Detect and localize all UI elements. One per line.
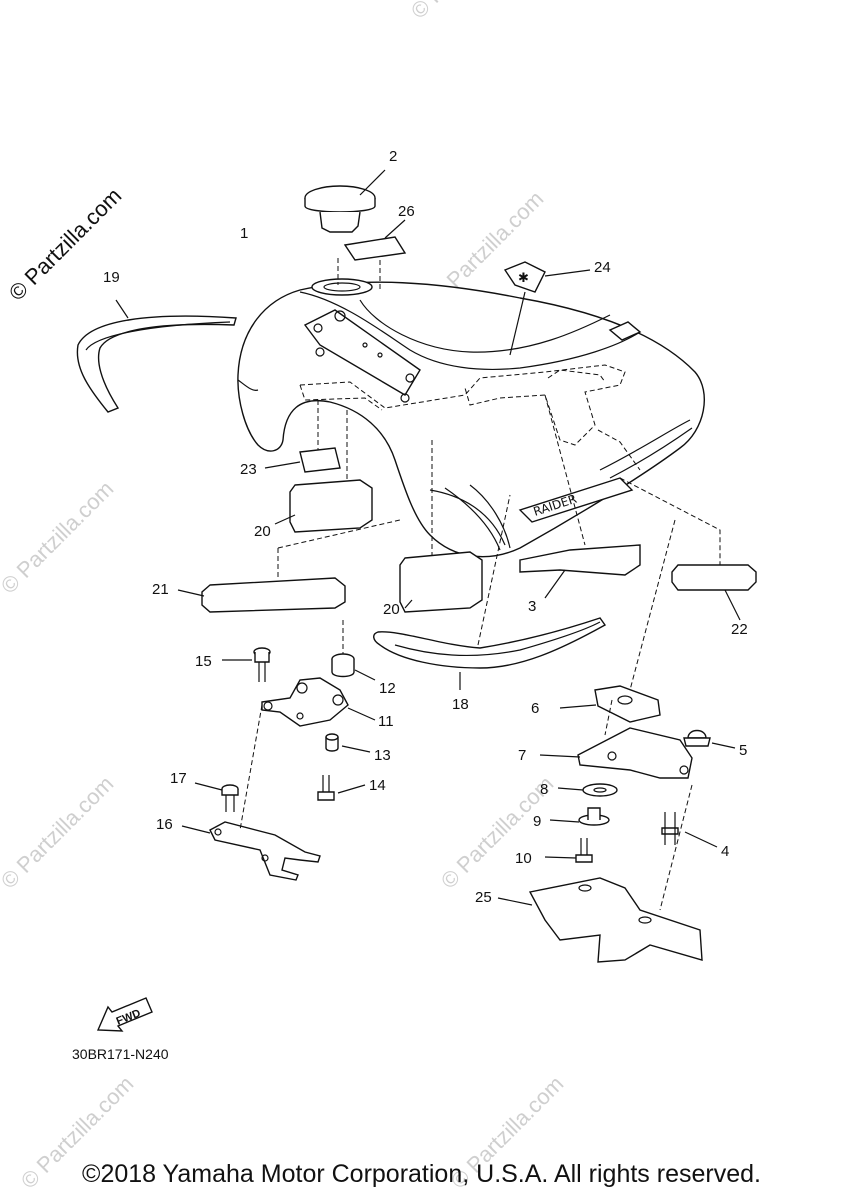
- grommet-12: [331, 620, 376, 681]
- callout-20-upper: 20: [254, 523, 271, 540]
- callout-labels: 1 2 26 24 19 23 20 21 20 3 22 15 12 18 6…: [103, 148, 748, 906]
- callout-5: 5: [739, 742, 747, 759]
- fuel-cap: [304, 169, 386, 233]
- bracket-25: [497, 699, 703, 963]
- callout-7: 7: [518, 747, 526, 764]
- callout-13: 13: [374, 747, 391, 764]
- stay-16: [181, 704, 321, 881]
- fuel-tank: RAIDER: [237, 278, 705, 558]
- spacer-13: [325, 733, 371, 753]
- watermark: © Partzilla.com: [0, 771, 118, 894]
- callout-18: 18: [452, 696, 469, 713]
- washer-8: [557, 783, 618, 797]
- callout-12: 12: [379, 680, 396, 697]
- lower-trim-strip: [373, 494, 607, 690]
- callout-10: 10: [515, 850, 532, 867]
- callout-24: 24: [594, 259, 611, 276]
- bolt-10: [544, 838, 593, 863]
- copyright-notice: ©2018 Yamaha Motor Corporation, U.S.A. A…: [82, 1160, 761, 1188]
- callout-8: 8: [540, 781, 548, 798]
- callout-6: 6: [531, 700, 539, 717]
- callout-16: 16: [156, 816, 173, 833]
- nut-5: [683, 729, 736, 749]
- callout-20-lower: 20: [383, 601, 400, 618]
- emblem: ✱: [503, 261, 591, 356]
- bolt-14: [317, 775, 366, 801]
- callout-1: 1: [240, 225, 248, 242]
- callout-4: 4: [721, 843, 729, 860]
- damper-block-left: [177, 519, 401, 613]
- callout-19: 19: [103, 269, 120, 286]
- knee-pad-strip: [76, 299, 237, 413]
- callout-26: 26: [398, 203, 415, 220]
- watermark-primary: © Partzilla.com: [4, 183, 127, 306]
- bolt-17: [194, 782, 239, 812]
- callout-2: 2: [389, 148, 397, 165]
- plate-7: [539, 727, 693, 779]
- callout-17: 17: [170, 770, 187, 787]
- callout-3: 3: [528, 598, 536, 615]
- callout-23: 23: [240, 461, 257, 478]
- callout-11: 11: [378, 713, 394, 730]
- watermark: © Partzilla.com: [406, 0, 529, 24]
- diagram-reference-code: 30BR171-N240: [72, 1046, 169, 1062]
- stud-4: [659, 784, 718, 911]
- bolt-15: [222, 647, 271, 682]
- callout-21: 21: [152, 581, 169, 598]
- fwd-arrow: FWD: [96, 997, 153, 1032]
- label-plate: [337, 219, 407, 290]
- damper-block-right: [619, 477, 757, 621]
- damper-block-upper: [274, 410, 373, 533]
- side-panel-pad: [519, 394, 641, 599]
- callout-15: 15: [195, 653, 212, 670]
- callout-14: 14: [369, 777, 386, 794]
- small-pad: [264, 400, 341, 473]
- svg-text:✱: ✱: [518, 271, 529, 286]
- callout-9: 9: [533, 813, 541, 830]
- callout-25: 25: [475, 889, 492, 906]
- damper-6: [559, 519, 676, 723]
- collar-9: [549, 807, 610, 826]
- watermark: © Partzilla.com: [0, 476, 118, 599]
- damper-block-lower: [399, 440, 483, 613]
- callout-22: 22: [731, 621, 748, 638]
- bracket-11: [261, 677, 376, 727]
